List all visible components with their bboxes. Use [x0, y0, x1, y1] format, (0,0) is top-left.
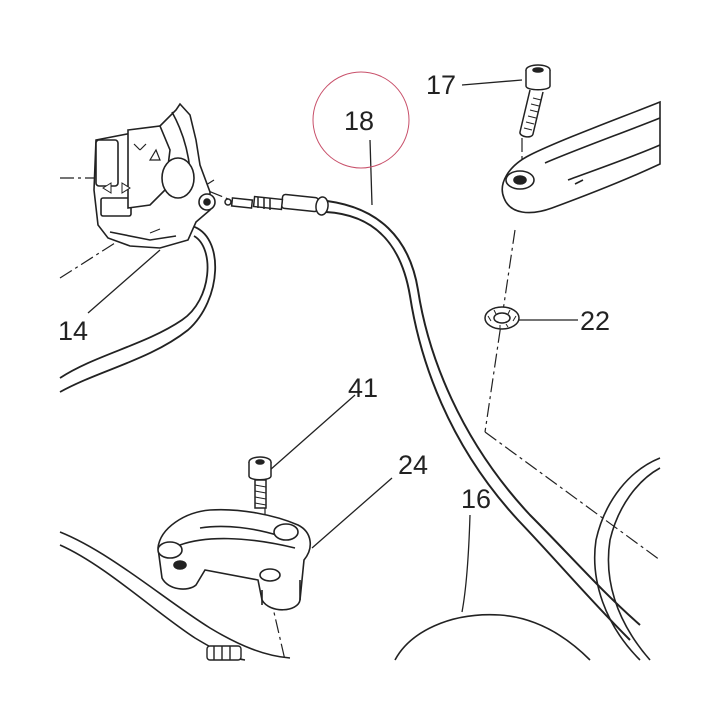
leader-lines — [87, 79, 578, 613]
choke-cable — [317, 199, 641, 641]
leader-24 — [311, 477, 393, 549]
leader-14 — [87, 249, 161, 314]
screw-41 — [248, 456, 272, 509]
leader-18 — [369, 139, 373, 206]
callout-24: 24 — [398, 450, 429, 480]
callout-16: 16 — [461, 484, 492, 514]
leader-17 — [461, 79, 523, 86]
bolt-17 — [519, 64, 551, 138]
handlebar-outline — [59, 457, 661, 661]
handlebar-clamp-24 — [157, 508, 311, 611]
callout-highlight-circle — [312, 71, 410, 169]
callout-17: 17 — [426, 70, 457, 100]
left-switch-assembly — [93, 102, 216, 249]
leader-41 — [269, 394, 356, 471]
grip-stub — [206, 645, 242, 661]
lever-bracket — [501, 100, 661, 214]
leader-16 — [461, 514, 471, 613]
callout-41: 41 — [348, 373, 379, 403]
callout-14: 14 — [58, 316, 89, 346]
switch-harness — [59, 225, 217, 393]
cable-end-fitting — [224, 193, 329, 216]
washer-22 — [484, 306, 520, 330]
callout-22: 22 — [580, 306, 611, 336]
callout-18: 18 — [344, 106, 375, 136]
